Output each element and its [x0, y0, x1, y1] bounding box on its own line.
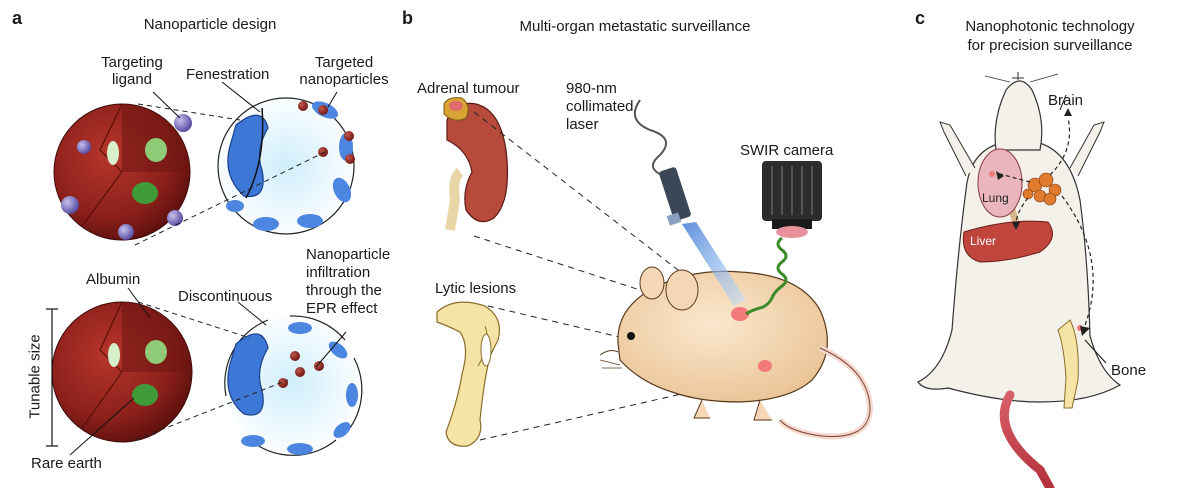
label-laser-2: collimated	[566, 98, 634, 115]
mouse-c	[917, 72, 1122, 488]
zoom-lines-bottom	[134, 301, 289, 441]
mouse-b	[599, 266, 874, 440]
vessel-fenestrated	[217, 97, 355, 235]
pointer-lines-bottom	[69, 287, 347, 456]
label-rare-earth: Rare earth	[31, 455, 102, 472]
label-infiltration-3: through the	[306, 282, 382, 299]
kidney-illustration	[443, 97, 509, 231]
label-brain: Brain	[1048, 92, 1084, 109]
label-discontinuous: Discontinuous	[178, 288, 273, 305]
targeting-ligand-dots-top	[61, 114, 192, 240]
label-infiltration-2: infiltration	[306, 264, 371, 281]
label-laser-3: laser	[566, 116, 599, 133]
label-adrenal-tumour: Adrenal tumour	[417, 80, 520, 97]
label-swir-camera: SWIR camera	[740, 142, 834, 159]
label-targeting-ligand-2: ligand	[111, 71, 153, 88]
pointer-brain-c	[1059, 94, 1067, 111]
panel-c-title-1: Nanophotonic technology	[965, 18, 1135, 35]
arrowheads-c	[996, 108, 1090, 336]
panel-a	[46, 81, 363, 456]
laser-device	[633, 99, 746, 306]
pointer-bone-c	[1084, 339, 1107, 364]
label-targeted-nanoparticles-1: Targeted	[314, 54, 374, 71]
label-tunable-size: Tunable size	[26, 334, 44, 419]
panel-c-title-2: for precision surveillance	[967, 37, 1133, 54]
label-liver: Liver	[970, 234, 997, 248]
label-infiltration-1: Nanoparticle	[306, 246, 391, 263]
swir-camera	[762, 161, 822, 238]
label-targeting-ligand-1: Targeting	[101, 54, 163, 71]
label-fenestration: Fenestration	[186, 66, 270, 83]
infiltrating-nanoparticle-dots	[278, 351, 324, 388]
label-targeted-nanoparticles-2: nanoparticles	[299, 71, 389, 88]
panel-c-letter: c	[915, 8, 926, 28]
label-lung: Lung	[982, 191, 1009, 205]
label-albumin: Albumin	[86, 271, 141, 288]
label-lytic-lesions: Lytic lesions	[435, 280, 517, 297]
targeted-nanoparticle-dots	[298, 101, 355, 164]
tunable-size-bracket	[46, 308, 58, 447]
panel-a-letter: a	[12, 8, 23, 28]
panel-b	[436, 97, 874, 447]
label-infiltration-4: EPR effect	[306, 300, 378, 317]
panel-b-title: Multi-organ metastatic surveillance	[519, 18, 751, 35]
pointer-lines-top	[152, 81, 338, 119]
label-bone: Bone	[1111, 362, 1147, 379]
swir-emission-wave	[745, 236, 788, 316]
panel-b-letter: b	[402, 8, 413, 28]
label-laser-1: 980-nm	[566, 80, 617, 97]
nanoparticle-sphere-bottom	[51, 301, 193, 443]
panel-a-title: Nanoparticle design	[143, 16, 277, 33]
vessel-discontinuous	[224, 315, 363, 456]
nanoparticle-sphere-top	[53, 103, 191, 241]
bone-illustration	[436, 301, 501, 447]
panel-c	[917, 72, 1122, 488]
metastasis-arrows-c	[999, 117, 1094, 329]
